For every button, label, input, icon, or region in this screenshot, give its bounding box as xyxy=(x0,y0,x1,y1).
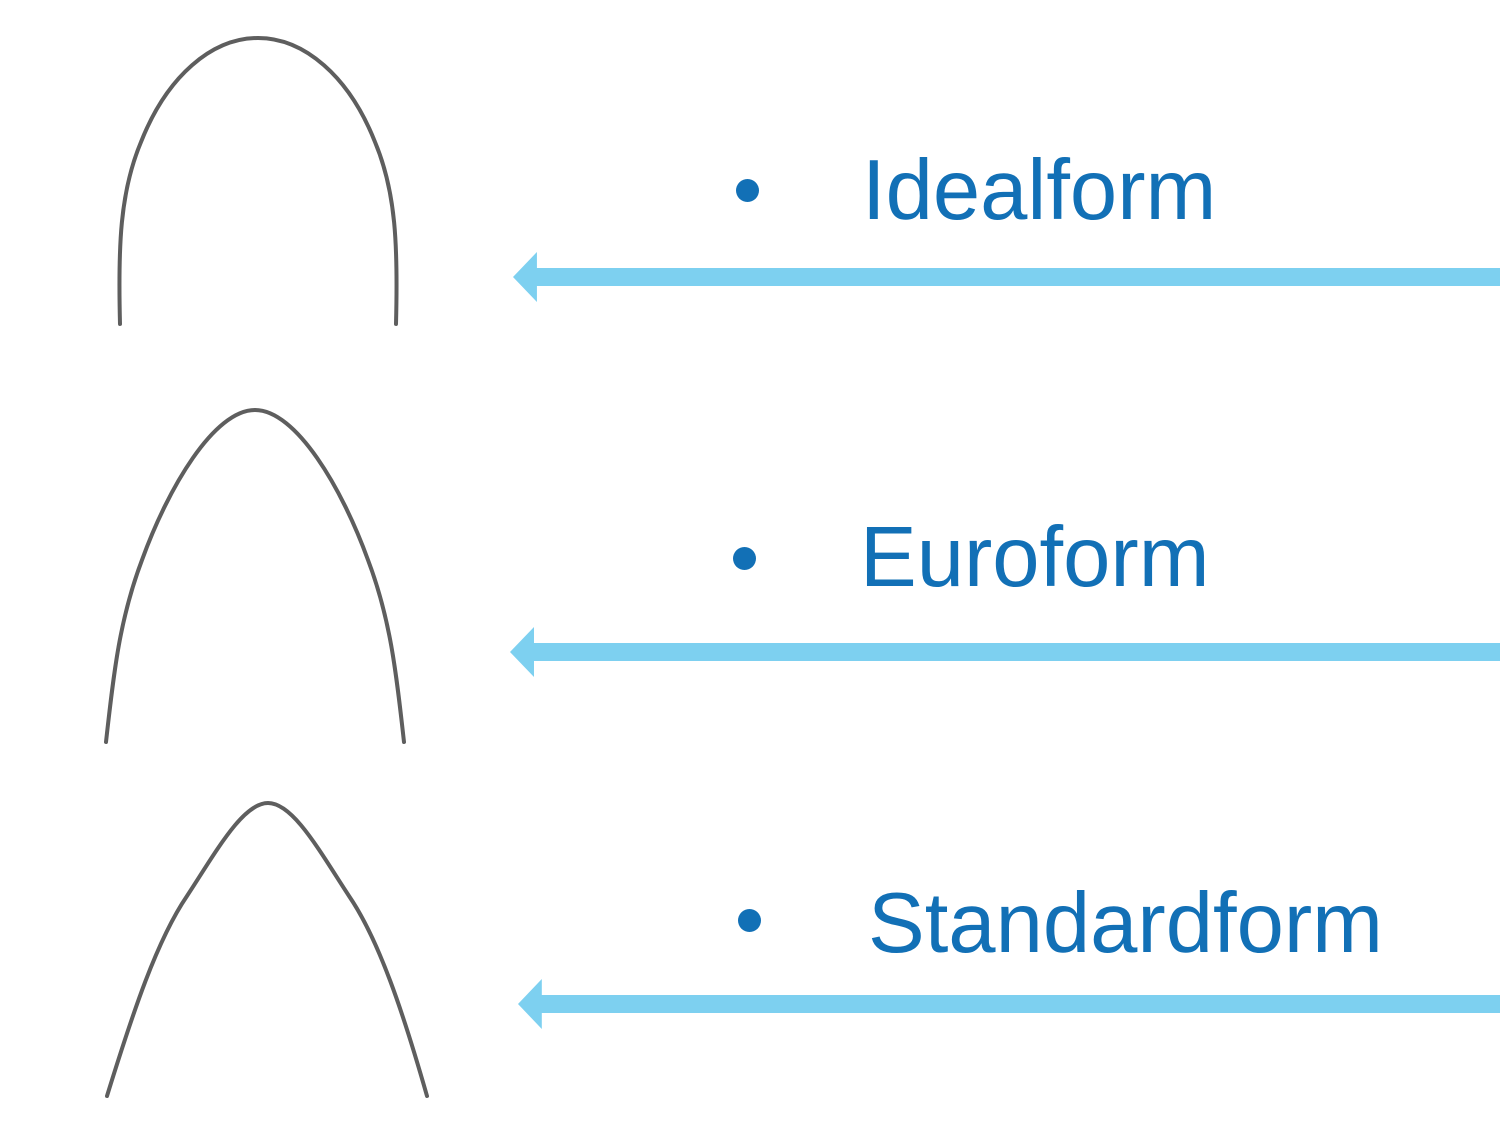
bullet-dot-icon xyxy=(733,547,756,570)
euroform-archwire-icon xyxy=(104,407,406,744)
bullet-dot-icon xyxy=(736,179,759,202)
left-arrow-icon xyxy=(513,252,1500,302)
archform-label-idealform: Idealform xyxy=(862,143,1217,238)
idealform-archwire-icon xyxy=(117,35,399,326)
archform-label-standardform: Standardform xyxy=(868,876,1383,971)
left-arrow-icon xyxy=(518,979,1500,1029)
bullet-dot-icon xyxy=(738,909,761,932)
standardform-archwire-icon xyxy=(105,800,429,1098)
left-arrow-icon xyxy=(510,627,1500,677)
archform-label-euroform: Euroform xyxy=(860,510,1210,605)
